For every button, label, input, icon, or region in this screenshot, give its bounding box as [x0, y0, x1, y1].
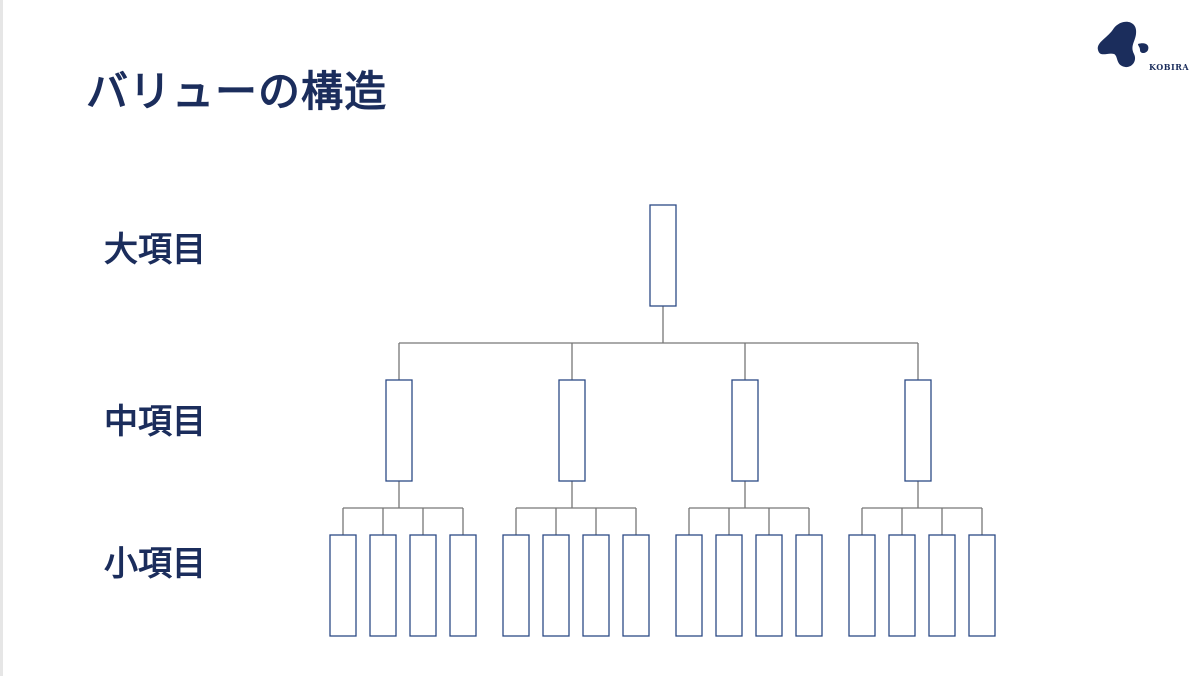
- small-item-box: [329, 534, 357, 637]
- small-item-box: [715, 534, 743, 637]
- small-item-box: [622, 534, 650, 637]
- small-item-box: [848, 534, 876, 637]
- small-item-box: [928, 534, 956, 637]
- small-item-box: [409, 534, 437, 637]
- page-title: バリューの構造: [86, 67, 388, 116]
- level-label-small: 小項目: [104, 544, 206, 584]
- small-item-box: [369, 534, 397, 637]
- medium-item-box: [385, 379, 413, 482]
- small-item-box: [795, 534, 823, 637]
- small-item-box: [449, 534, 477, 637]
- level-label-large: 大項目: [104, 230, 206, 270]
- small-item-box: [542, 534, 570, 637]
- logo-text: KOBIRA: [1149, 62, 1190, 72]
- large-item-box: [649, 204, 677, 307]
- level-label-medium: 中項目: [104, 402, 206, 442]
- small-item-box: [582, 534, 610, 637]
- medium-item-box: [731, 379, 759, 482]
- medium-item-box: [558, 379, 586, 482]
- small-item-box: [675, 534, 703, 637]
- small-item-box: [755, 534, 783, 637]
- small-item-box: [502, 534, 530, 637]
- slide-edge: [0, 0, 3, 676]
- small-item-box: [968, 534, 996, 637]
- kobira-logo-icon: [1097, 21, 1149, 68]
- medium-item-box: [904, 379, 932, 482]
- small-item-box: [888, 534, 916, 637]
